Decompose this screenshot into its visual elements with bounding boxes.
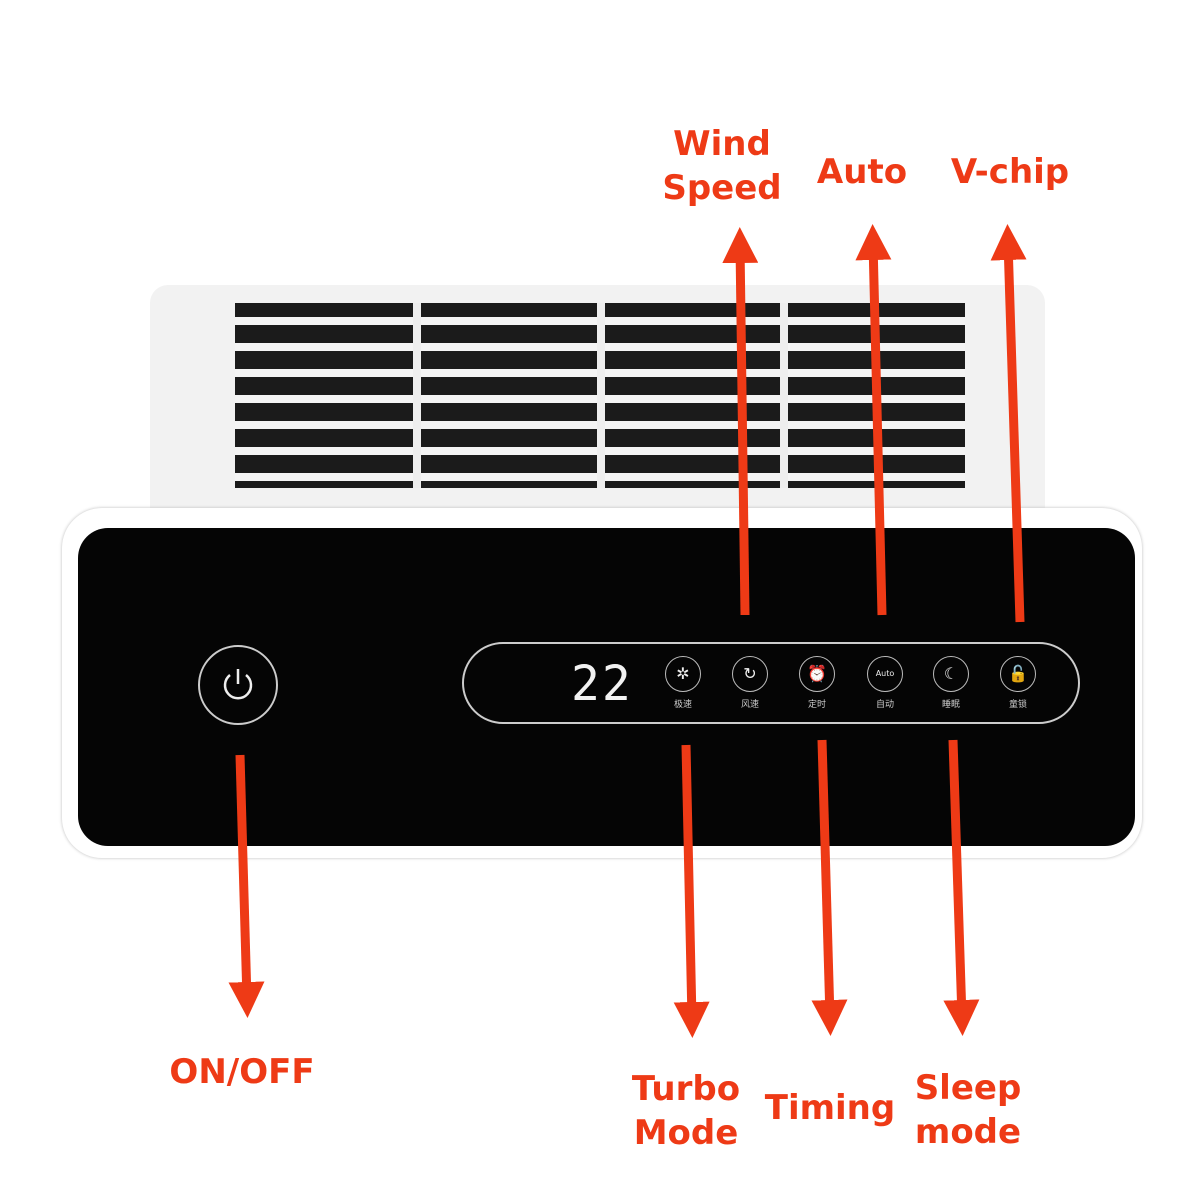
sleep-label: 睡眠 — [941, 700, 960, 710]
power-icon — [223, 669, 253, 700]
control-strip: 22 ✲ 极速 ↻ 风速 ⏰ 定时 Auto 自动 ☾ 睡眠 🔓 童锁 — [462, 642, 1080, 724]
wind-speed-arrow — [722, 227, 759, 616]
air-outlet-grille — [150, 285, 1045, 510]
turbo-arrow — [673, 744, 710, 1038]
lock-icon: 🔓 — [1000, 656, 1036, 692]
power-button[interactable] — [198, 645, 278, 725]
timer-display: 22 — [571, 656, 633, 712]
child-lock-button[interactable]: 🔓 童锁 — [998, 656, 1038, 710]
timer-label: 定时 — [807, 700, 826, 710]
timing-annotation: Timing — [764, 1088, 896, 1128]
wind-speed-label: 风速 — [740, 700, 759, 710]
auto-icon: Auto — [867, 656, 903, 692]
auto-label: 自动 — [875, 700, 894, 710]
wind-speed-button[interactable]: ↻ 风速 — [730, 656, 770, 710]
alarm-clock-icon: ⏰ — [799, 656, 835, 692]
wind-speed-icon: ↻ — [732, 656, 768, 692]
sleep-arrow — [943, 739, 980, 1036]
auto-arrow — [855, 224, 892, 616]
v-chip-arrow — [990, 224, 1027, 623]
turbo-label: 极速 — [673, 700, 692, 710]
turbo-fan-icon: ✲ — [665, 656, 701, 692]
auto-annotation: Auto — [816, 152, 908, 192]
on-off-annotation: ON/OFF — [169, 1052, 315, 1092]
on-off-arrow — [228, 754, 265, 1018]
child-lock-label: 童锁 — [1008, 700, 1027, 710]
turbo-button[interactable]: ✲ 极速 — [663, 656, 703, 710]
moon-icon: ☾ — [933, 656, 969, 692]
sleep-button[interactable]: ☾ 睡眠 — [931, 656, 971, 710]
auto-button[interactable]: Auto 自动 — [865, 656, 905, 710]
timer-button[interactable]: ⏰ 定时 — [797, 656, 837, 710]
v-chip-annotation: V-chip — [950, 152, 1070, 192]
timing-arrow — [811, 739, 848, 1036]
